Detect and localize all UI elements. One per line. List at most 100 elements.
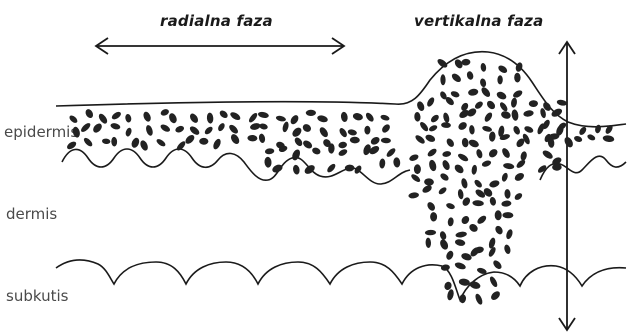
tumor-cell: [381, 123, 392, 134]
tumor-cell: [408, 153, 419, 162]
tumor-cell: [482, 125, 493, 133]
subcutis-boundary: [56, 260, 626, 300]
tumor-cell: [380, 114, 390, 122]
tumor-cell: [495, 90, 507, 101]
tumor-cell: [495, 210, 502, 220]
tumor-cell: [364, 111, 375, 123]
tumor-cell: [259, 123, 269, 131]
tumor-cell: [184, 133, 196, 145]
tumor-cell: [497, 64, 509, 75]
tumor-cell: [497, 75, 503, 84]
tumor-cell: [556, 99, 567, 107]
tumor-cell: [421, 184, 433, 194]
tumor-cell: [82, 136, 93, 147]
tumor-cell: [206, 112, 213, 124]
tumor-cell: [338, 141, 348, 149]
tumor-cell: [80, 122, 92, 134]
tumor-cell: [489, 290, 501, 302]
tumor-cell: [430, 113, 441, 123]
tumor-cell: [291, 126, 304, 139]
tumor-cell: [450, 72, 462, 84]
tumor-cell: [469, 125, 475, 135]
tumor-cell: [338, 127, 348, 139]
tumor-cell: [326, 162, 337, 173]
tumor-cell: [453, 163, 465, 175]
tumor-cell: [111, 137, 117, 147]
tumor-cell: [410, 173, 422, 184]
tumor-cell: [461, 59, 470, 66]
tumor-cell: [264, 157, 272, 168]
tumor-cell: [513, 192, 523, 202]
tumor-cell: [460, 214, 471, 225]
tumor-cell: [485, 99, 496, 111]
tumor-cell: [594, 124, 601, 134]
tumor-cell: [311, 146, 321, 155]
tumor-cell: [494, 225, 504, 236]
tumor-cell: [212, 138, 222, 151]
tumor-cell: [306, 110, 316, 116]
tumor-cell: [293, 136, 304, 147]
tumor-cell: [454, 238, 466, 246]
tumor-cell: [513, 171, 525, 182]
tumor-cell: [450, 90, 460, 98]
tumor-cell: [337, 148, 348, 157]
tumor-cell: [393, 157, 401, 168]
tumor-cell: [503, 162, 515, 169]
tumor-cell: [460, 178, 468, 189]
radial-phase-arrow: [96, 38, 344, 54]
tumor-cell: [468, 138, 480, 149]
tumor-cell: [476, 214, 488, 225]
tumor-cell: [229, 111, 242, 122]
tumor-cell: [130, 137, 141, 149]
tumor-cell: [228, 123, 240, 135]
tumor-cell: [505, 228, 514, 239]
tumor-cell: [515, 158, 527, 169]
tumor-cell: [457, 152, 470, 163]
tumor-cell: [523, 110, 534, 118]
tumor-cell: [455, 231, 467, 238]
tumor-cell: [468, 222, 480, 233]
tumor-cell: [416, 100, 426, 112]
tumor-cell: [439, 238, 450, 251]
tumor-cell: [483, 111, 494, 123]
tumor-cell: [110, 122, 121, 130]
tumor-cell: [424, 133, 436, 143]
tumor-cell: [501, 172, 509, 182]
tumor-cell: [424, 178, 434, 186]
tumor-cell: [472, 200, 484, 207]
tumor-cell: [426, 201, 437, 212]
tumor-cell: [441, 264, 451, 271]
tumor-cell: [168, 112, 179, 124]
tumor-cell: [504, 189, 511, 199]
tumor-cell: [229, 133, 241, 146]
tumor-cell: [563, 136, 575, 149]
tumor-cell: [218, 109, 229, 120]
tumor-cell: [125, 127, 133, 137]
tumor-cell: [471, 164, 478, 175]
tumor-cell: [428, 159, 437, 172]
tumor-cell: [414, 112, 421, 122]
tumor-cell: [257, 111, 269, 119]
tumor-cell: [160, 108, 170, 117]
tumor-cell: [500, 110, 512, 120]
tumor-cell: [369, 135, 381, 146]
tumor-cell: [447, 217, 454, 227]
tumor-cell: [445, 250, 455, 261]
tumor-cell: [125, 113, 132, 123]
tumor-cell: [258, 133, 266, 143]
tumor-cell: [541, 149, 554, 161]
tumor-cell: [145, 124, 154, 136]
tumor-cell: [428, 124, 438, 133]
tumor-cell: [445, 137, 455, 148]
tumor-cell: [475, 148, 483, 159]
tumor-cell: [188, 112, 199, 124]
tumor-cell: [480, 86, 492, 99]
tumor-cell: [350, 137, 360, 144]
tumor-cell: [573, 135, 583, 143]
tumor-cell: [492, 259, 503, 271]
tumor-cell: [442, 150, 452, 157]
tumor-cell: [454, 261, 467, 270]
tumor-cell: [199, 138, 208, 145]
